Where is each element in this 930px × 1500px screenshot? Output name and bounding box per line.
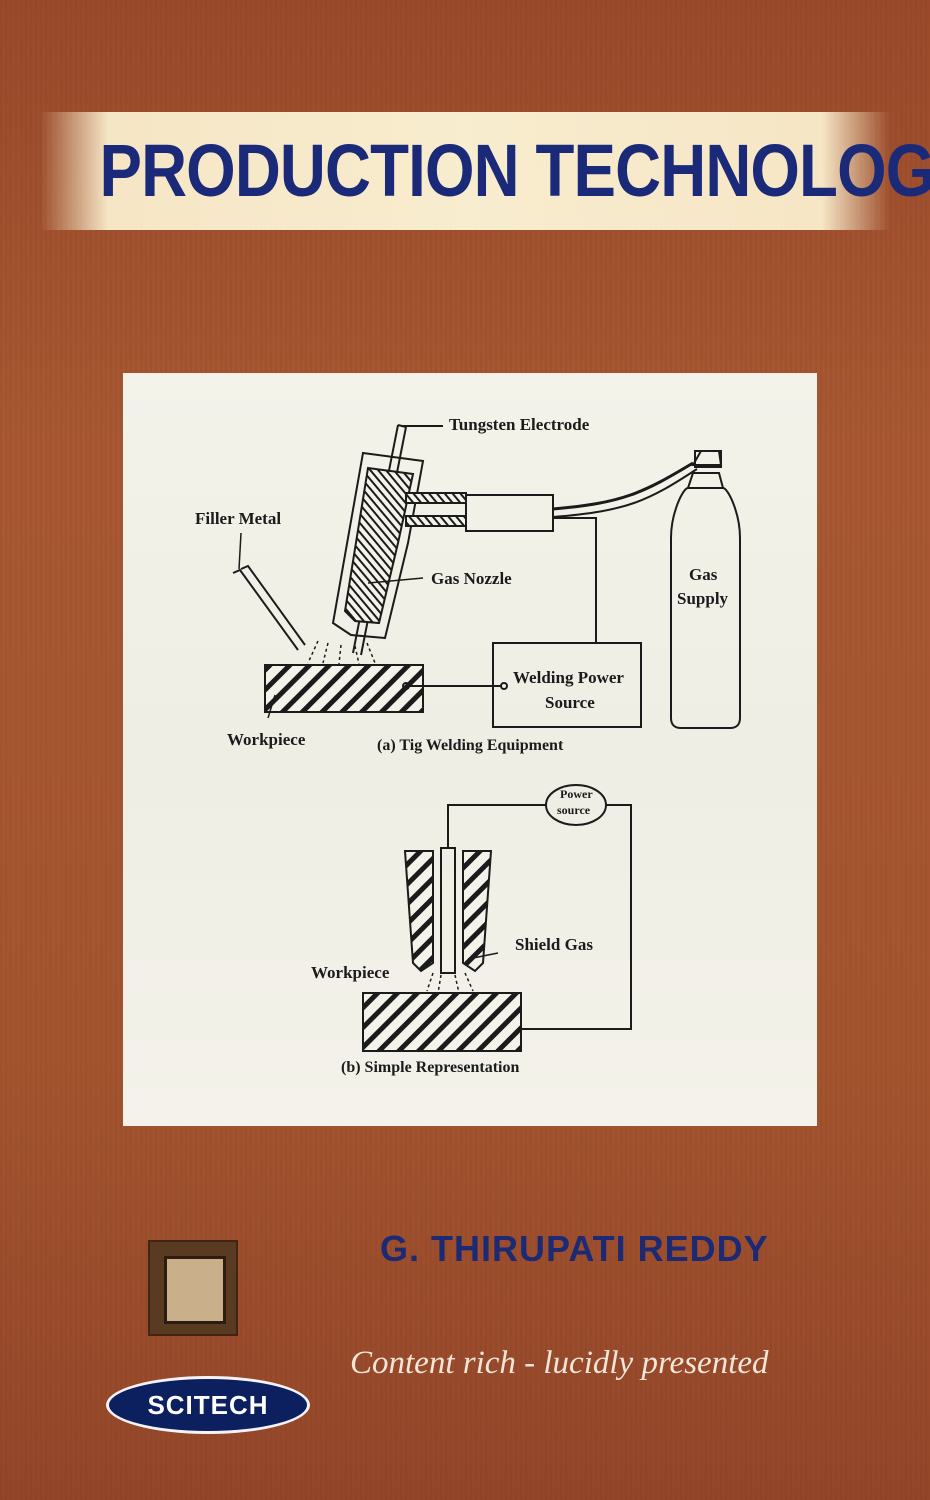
tagline: Content rich - lucidly presented	[350, 1345, 769, 1381]
label-filler-metal: Filler Metal	[195, 509, 282, 528]
caption-figure-b: (b) Simple Representation	[341, 1059, 520, 1076]
book-title: PRODUCTION TECHNOLOGY	[99, 129, 930, 212]
tig-welding-diagram	[232, 424, 741, 1052]
label-shield-gas: Shield Gas	[515, 935, 593, 954]
label-gas-nozzle: Gas Nozzle	[431, 569, 512, 588]
label-power-source-line1: Welding Power	[513, 668, 624, 687]
author-name: G. THIRUPATI REDDY	[380, 1228, 769, 1269]
label-power-line2: source	[557, 803, 591, 817]
title-band	[40, 112, 890, 230]
label-gas-supply-line1: Gas	[689, 565, 718, 584]
label-tungsten-electrode: Tungsten Electrode	[449, 415, 590, 434]
caption-figure-a: (a) Tig Welding Equipment	[377, 737, 564, 754]
label-workpiece-b: Workpiece	[311, 963, 390, 982]
label-gas-supply-line2: Supply	[677, 589, 729, 608]
label-power-line1: Power	[560, 787, 593, 801]
illustration-panel: Tungsten Electrode Filler Metal Gas Nozz…	[123, 373, 817, 1126]
label-power-source-line2: Source	[545, 693, 595, 712]
label-workpiece-a: Workpiece	[227, 730, 306, 749]
publisher-badge: SCITECH	[106, 1376, 310, 1434]
publisher-emblem-icon	[148, 1240, 238, 1336]
